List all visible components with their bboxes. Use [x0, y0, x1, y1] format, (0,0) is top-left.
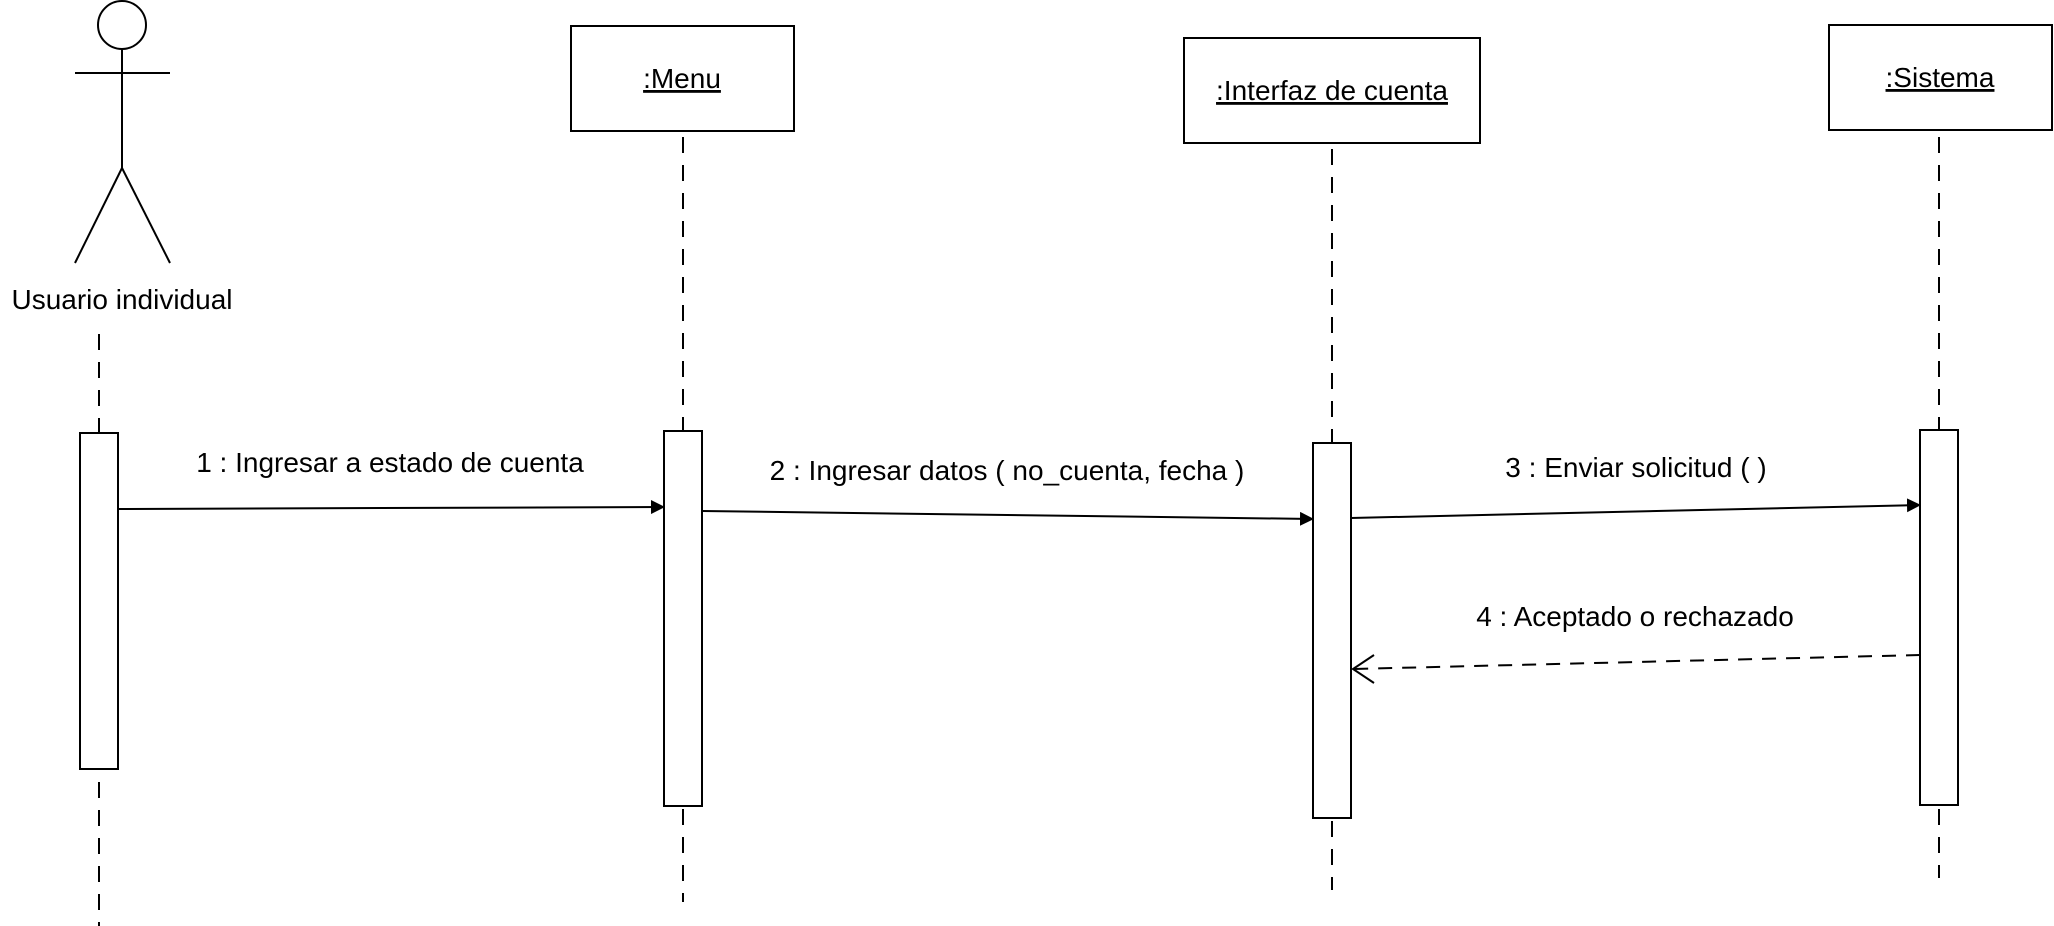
- participant-label: :Sistema: [1886, 62, 1995, 93]
- participant-label: :Interfaz de cuenta: [1216, 75, 1448, 106]
- message-1: 1 : Ingresar a estado de cuenta: [117, 447, 665, 515]
- participant-interfaz-de-cuenta: :Interfaz de cuenta: [1183, 37, 1481, 144]
- actor-stick-figure-icon: [74, 0, 171, 264]
- participant-sistema: :Sistema: [1828, 24, 2053, 131]
- message-arrow: [1352, 654, 1921, 670]
- message-3: 3 : Enviar solicitud ( ): [1350, 452, 1921, 519]
- activation-bar-usuario-individual: [79, 432, 119, 770]
- activation-bar-menu: [663, 430, 703, 807]
- message-arrow: [701, 510, 1314, 526]
- actor-usuario-individual: Usuario individual: [11, 0, 233, 315]
- participant-box: [570, 25, 795, 132]
- message-2: 2 : Ingresar datos ( no_cuenta, fecha ): [701, 455, 1314, 526]
- actor-name: Usuario individual: [11, 284, 232, 315]
- message-arrow: [1350, 498, 1921, 519]
- participant-box: [1828, 24, 2053, 131]
- activation-bar-interfaz-de-cuenta: [1312, 442, 1352, 819]
- participant-menu: :Menu: [570, 25, 795, 132]
- message-4-return: 4 : Aceptado o rechazado: [1351, 601, 1921, 684]
- message-label: 2 : Ingresar datos ( no_cuenta, fecha ): [770, 455, 1245, 486]
- participant-box: [1183, 37, 1481, 144]
- message-label: 1 : Ingresar a estado de cuenta: [196, 447, 584, 478]
- participant-label: :Menu: [643, 63, 721, 94]
- open-arrowhead-icon: [1351, 654, 1375, 684]
- message-label: 4 : Aceptado o rechazado: [1476, 601, 1794, 632]
- message-arrow: [117, 500, 665, 515]
- activation-bar-sistema: [1919, 429, 1959, 806]
- message-label: 3 : Enviar solicitud ( ): [1505, 452, 1766, 483]
